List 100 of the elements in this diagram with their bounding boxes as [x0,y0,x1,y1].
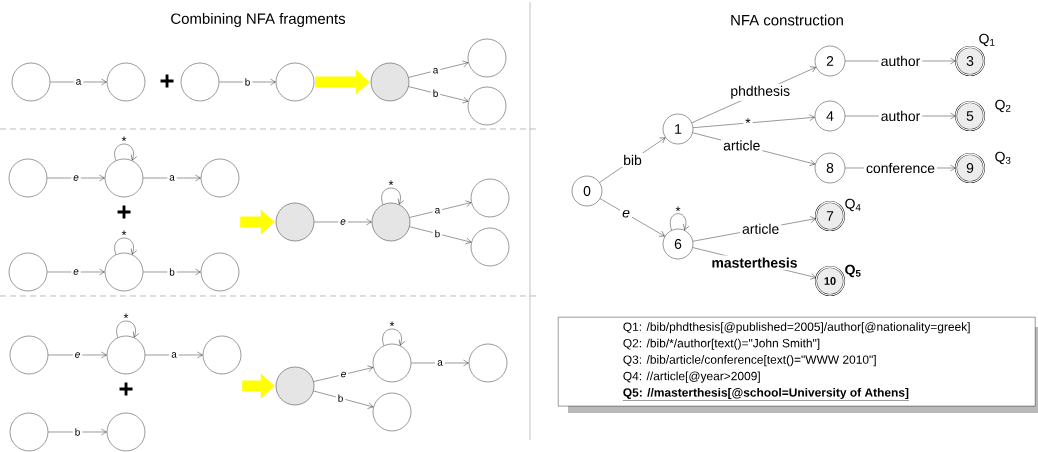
edge-label: * [121,230,127,236]
query-label: Q$_{5}$ [845,264,861,278]
edge-label: author [878,53,923,69]
arrow [48,351,107,359]
state-circle [106,335,146,375]
edge-label: * [675,206,681,212]
edge-label: a [432,206,443,216]
state-circle [200,158,240,198]
state-circle [11,62,51,102]
edge-label: b [432,228,443,240]
accepting-state: 10 [814,265,846,297]
state-circle [372,343,412,383]
edge-label: e [71,173,81,183]
query-label: Q$_{4}$ [845,198,861,212]
state-circle [104,252,144,292]
state-circle [202,335,242,375]
edge-label: e [620,207,632,220]
edge-label: e [72,350,83,360]
edge-label: a [169,350,179,360]
arrow [313,365,374,382]
edge-label: b [72,426,83,438]
state-circle [467,38,507,78]
arrow [599,137,666,183]
arrow [692,114,815,128]
state-circle [9,412,49,452]
arrow [143,268,201,276]
state-circle [180,62,220,102]
state-circle [8,252,48,292]
plus-sign: + [119,382,133,396]
arrow [409,226,472,245]
edge-label: a [167,173,177,183]
plus-sign: + [117,205,131,219]
edge-label: * [743,116,753,130]
arrow [314,218,372,226]
arrow [599,198,665,237]
state-circle [370,62,410,102]
edge-label: e [338,369,349,380]
accepting-state: 5 [954,100,986,132]
loop-arrow [382,328,405,346]
accepting-state: 3 [954,45,986,77]
edge-label: e [71,267,81,277]
panel-title: Combining NFA fragments [171,13,346,27]
arrow [47,268,105,276]
loop-arrow [114,143,137,161]
state-circle [106,62,146,102]
edge-label: b [335,392,346,404]
edge-label: * [388,180,394,186]
accepting-state: 7 [814,200,846,232]
edge-label: e [338,217,348,227]
state-circle [104,158,144,198]
arrow [47,174,105,182]
edge-label: bib [621,152,644,168]
panel-title: NFA construction [731,14,843,26]
state-circle [470,178,510,218]
plus-sign: + [160,74,174,88]
state-circle [275,62,315,102]
state-circle [200,252,240,292]
state-circle [275,366,315,406]
arrow [408,60,469,78]
state-circle [275,202,315,242]
arrow [143,174,201,182]
state-circle [106,412,146,452]
query-label: Q$_{3}$ [995,151,1011,165]
edge-label: * [123,313,129,319]
edge-label: * [121,136,127,142]
edge-label: conference [864,160,937,176]
arrow [408,86,469,104]
state-circle [371,202,411,242]
arrow [145,351,203,359]
arrow [409,200,472,218]
state-circle [468,343,508,383]
state-circle [8,158,48,198]
state-circle [9,335,49,375]
accepting-state: 9 [954,152,986,184]
arrow [219,78,276,86]
arrow [50,78,107,86]
loop-arrow [381,187,404,205]
arrow [48,428,107,436]
state-circle [372,392,412,432]
edge-label: article [740,221,782,236]
edge-label: a [430,66,441,76]
state-circle [470,227,510,267]
query-label: Q$_{1}$ [979,33,995,47]
state-circle [467,86,507,126]
edge-label: a [435,358,445,368]
arrow [411,359,469,367]
edge-label: * [389,321,395,327]
query-label: Q$_{2}$ [995,99,1011,113]
edge-label: b [242,76,253,88]
loop-arrow [114,237,137,255]
edge-label: masterthesis [709,255,800,270]
edge-label: author [878,108,923,124]
edge-label: phdthesis [728,83,793,101]
arrow [313,390,374,409]
edge-label: a [73,77,84,87]
edge-label: article [721,138,763,153]
edge-label: b [167,266,177,278]
edge-label: b [430,87,441,99]
query-box: Q1: /bib/phdthesis[@published=2005]/author[@nationality=greek] Q2: /bib/*/author[text()="John Smith"] Q3: /bib/article/conference[text()="WWW 2010"] Q4: //article[@year>2009] Q5: //masterthesis[@school=University of Athens] [558,317,1038,413]
loop-arrow [116,320,139,338]
